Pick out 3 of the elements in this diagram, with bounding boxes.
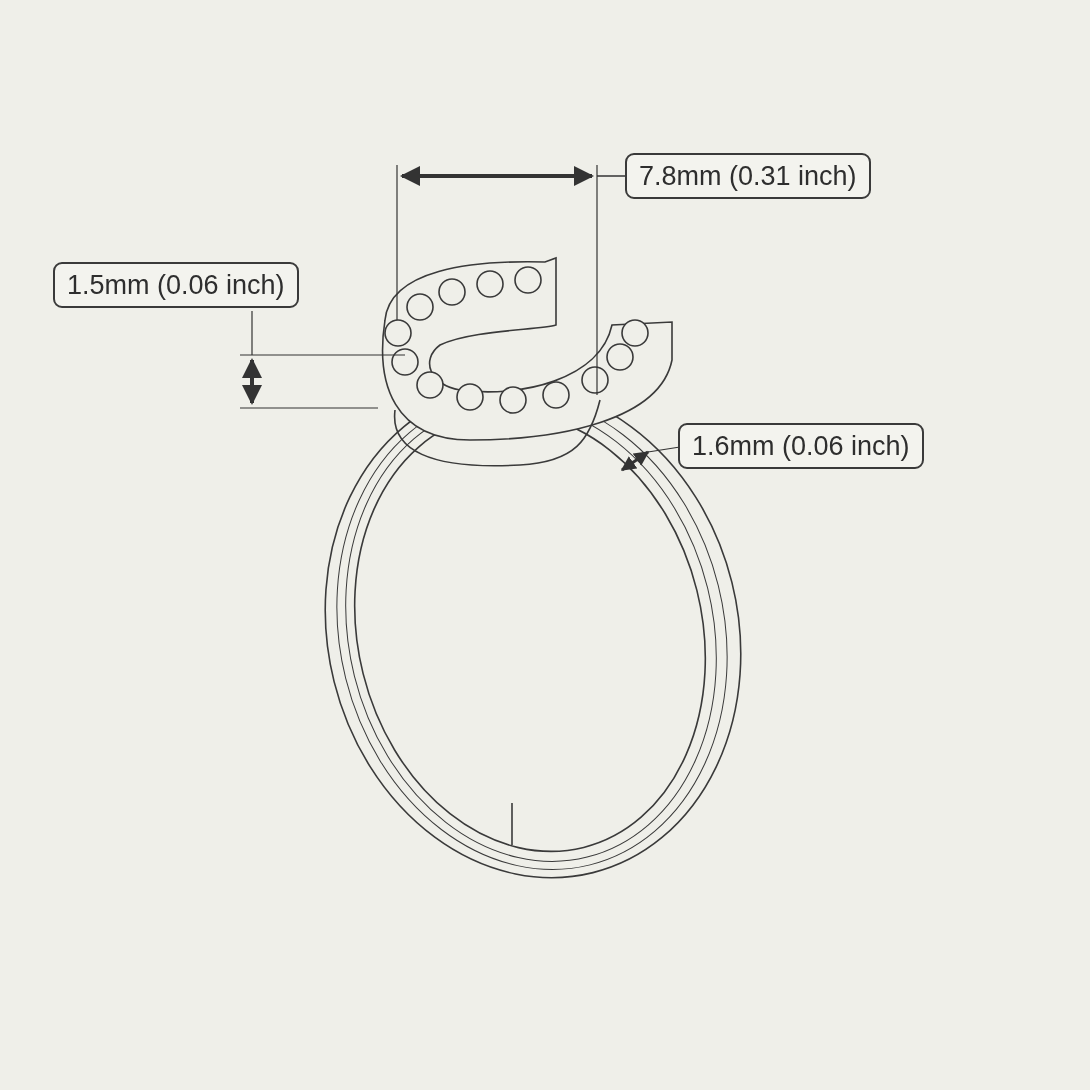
dimension-label: 7.8mm (0.31 inch) bbox=[625, 153, 871, 199]
dimension-label: 1.5mm (0.06 inch) bbox=[53, 262, 299, 308]
dimension-label: 1.6mm (0.06 inch) bbox=[678, 423, 924, 469]
